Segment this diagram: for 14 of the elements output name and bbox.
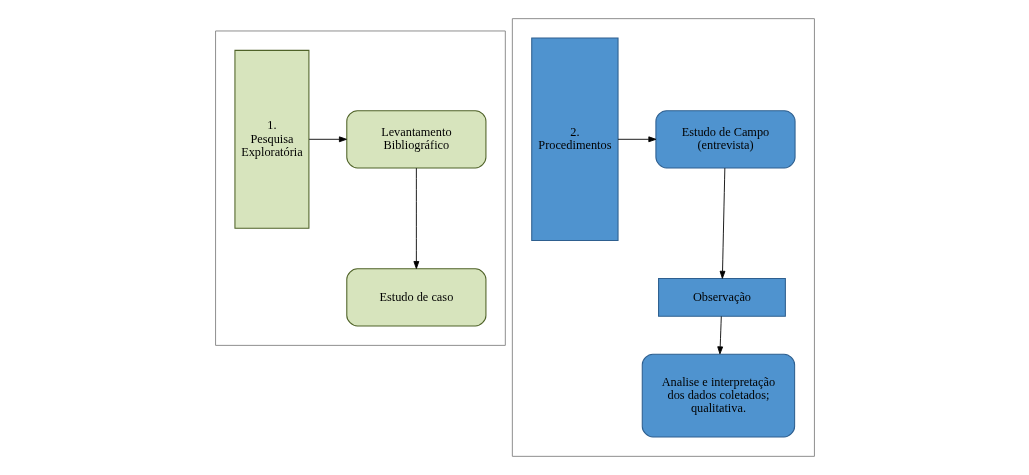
node-box: Observação xyxy=(657,277,786,317)
cluster xyxy=(214,30,506,346)
node-box: Levantamento Bibliográfico xyxy=(345,110,486,169)
node-box: 2. Procedimentos xyxy=(530,37,619,242)
arrow xyxy=(719,167,725,279)
node-box: Analise e interpretação dos dados coletados; qualitativa. xyxy=(641,353,795,438)
node-box: 1. Pesquisa Exploratória xyxy=(233,49,309,229)
arrow xyxy=(308,136,347,143)
node-box: Estudo de caso xyxy=(345,268,486,327)
arrow xyxy=(617,136,656,143)
cluster xyxy=(511,18,815,457)
arrow xyxy=(412,167,419,269)
arrow xyxy=(716,315,723,355)
node-box: Estudo de Campo (entrevista) xyxy=(654,110,796,169)
